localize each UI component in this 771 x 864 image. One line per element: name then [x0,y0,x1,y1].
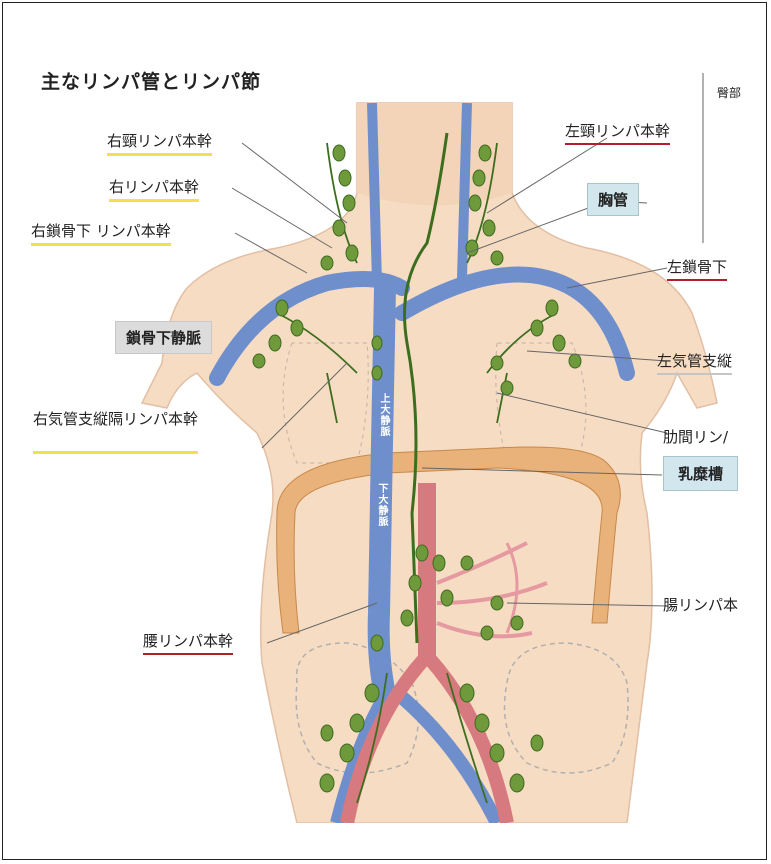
label-right-jugular-trunk: 右頸リンパ本幹 [107,131,212,156]
label-inferior-vena-cava: 下大静脈 [374,483,389,527]
label-superior-vena-cava: 上大静脈 [376,393,391,437]
label-intercostal-partial: 肋間リン/ [663,427,728,447]
label-intestinal-partial: 腸リンパ本 [663,595,738,615]
label-subclavian-vein: 鎖骨下静脈 [115,321,212,354]
label-right-subclavian-trunk: 右鎖骨下 リンパ本幹 [31,221,171,246]
label-right-lymphatic-duct: 右リンパ本幹 [109,177,199,202]
label-top-partial: 臀部 [717,83,741,103]
label-thoracic-duct: 胸管 [587,183,639,216]
figure-title: 主なリンパ管とリンパ節 [41,67,261,94]
label-left-jugular-trunk: 左頸リンパ本幹 [565,121,670,145]
label-left-bronchomediastinal-partial: 左気管支縦 [657,351,732,375]
label-lumbar-trunk: 腰リンパ本幹 [143,631,233,655]
label-cisterna-chyli: 乳糜槽 [663,456,738,491]
label-left-subclavian-partial: 左鎖骨下 [667,257,727,281]
lymph-diagram: 主なリンパ管とリンパ節 右頸リンパ本幹 右リンパ本幹 右鎖骨下 リンパ本幹 鎖骨… [27,43,751,823]
label-right-bronchomediastinal-trunk: 右気管支縦隔リンパ本幹 [33,409,198,454]
